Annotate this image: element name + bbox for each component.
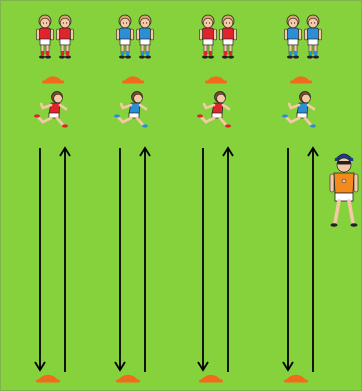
runner-icon <box>114 91 148 128</box>
lane-2 <box>114 14 154 383</box>
cone-icon <box>199 374 223 383</box>
cone-icon <box>290 76 312 84</box>
lane-4 <box>282 14 322 383</box>
cone-icon <box>284 374 308 383</box>
arrow-up-icon <box>139 146 151 372</box>
cone-icon <box>205 76 227 84</box>
arrow-down-icon <box>34 148 46 372</box>
arrow-up-icon <box>307 146 319 372</box>
cone-icon <box>122 76 144 84</box>
arrow-down-icon <box>282 148 294 372</box>
coach-icon <box>329 153 359 227</box>
player-icon <box>284 14 302 59</box>
coach <box>329 153 359 227</box>
lane-1 <box>34 14 74 383</box>
player-icon <box>219 14 237 59</box>
lane-3 <box>197 14 237 383</box>
player-icon <box>116 14 134 59</box>
cone-icon <box>116 374 140 383</box>
player-icon <box>136 14 154 59</box>
waiting-players-icon <box>36 14 74 59</box>
cone-icon <box>36 374 60 383</box>
player-icon <box>199 14 217 59</box>
waiting-players-icon <box>199 14 237 59</box>
lanes-layer <box>34 14 322 383</box>
player-icon <box>36 14 54 59</box>
arrow-down-icon <box>114 148 126 372</box>
player-icon <box>56 14 74 59</box>
cone-icon <box>42 76 64 84</box>
runner-icon <box>34 91 68 128</box>
runner-icon <box>282 91 316 128</box>
waiting-players-icon <box>116 14 154 59</box>
arrow-down-icon <box>197 148 209 372</box>
waiting-players-icon <box>284 14 322 59</box>
arrow-up-icon <box>59 146 71 372</box>
player-icon <box>304 14 322 59</box>
runner-icon <box>197 91 231 128</box>
arrow-up-icon <box>222 146 234 372</box>
